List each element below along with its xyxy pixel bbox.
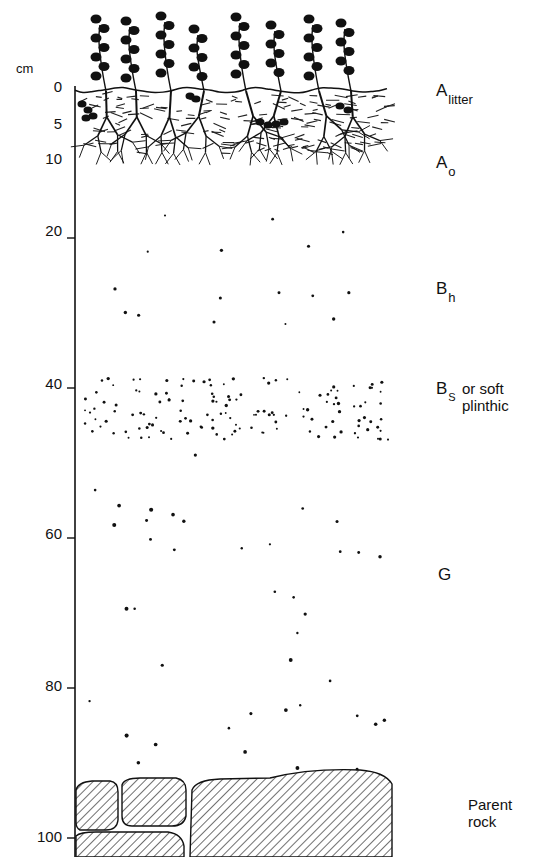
depth-number: 5 xyxy=(30,116,62,133)
depth-number: 80 xyxy=(30,678,62,695)
horizon-note: or soft plinthic xyxy=(462,381,548,414)
axis-tick xyxy=(67,837,75,838)
horizon-symbol: G xyxy=(438,566,451,585)
litter-fragments xyxy=(78,93,353,129)
soil-dots xyxy=(84,214,389,770)
axis-tick xyxy=(67,387,75,388)
horizon-subscript: S xyxy=(448,391,455,403)
horizon-symbol: B xyxy=(436,380,447,399)
horizon-subscript: litter xyxy=(448,93,473,107)
horizon-symbol: A xyxy=(436,82,447,101)
depth-number: 60 xyxy=(30,526,62,543)
unit-label: cm xyxy=(16,62,33,76)
horizon-symbol: B xyxy=(436,280,447,299)
depth-number: 40 xyxy=(30,376,62,393)
depth-number: 0 xyxy=(30,79,62,96)
parent-rock xyxy=(76,770,392,857)
plants xyxy=(91,12,355,92)
horizon-subscript: o xyxy=(448,165,455,179)
axis-tick xyxy=(67,237,75,238)
axis-tick xyxy=(67,687,75,688)
depth-number: 10 xyxy=(30,151,62,168)
ground-surface xyxy=(75,88,387,93)
layer-label: Parent rock xyxy=(468,797,530,830)
depth-axis xyxy=(74,86,76,857)
horizon-subscript: h xyxy=(448,291,455,305)
horizon-symbol: A xyxy=(436,154,447,173)
litter-texture xyxy=(79,92,395,155)
axis-tick xyxy=(67,537,75,538)
depth-number: 20 xyxy=(30,223,62,240)
depth-number: 100 xyxy=(24,829,62,846)
roots xyxy=(71,91,393,165)
